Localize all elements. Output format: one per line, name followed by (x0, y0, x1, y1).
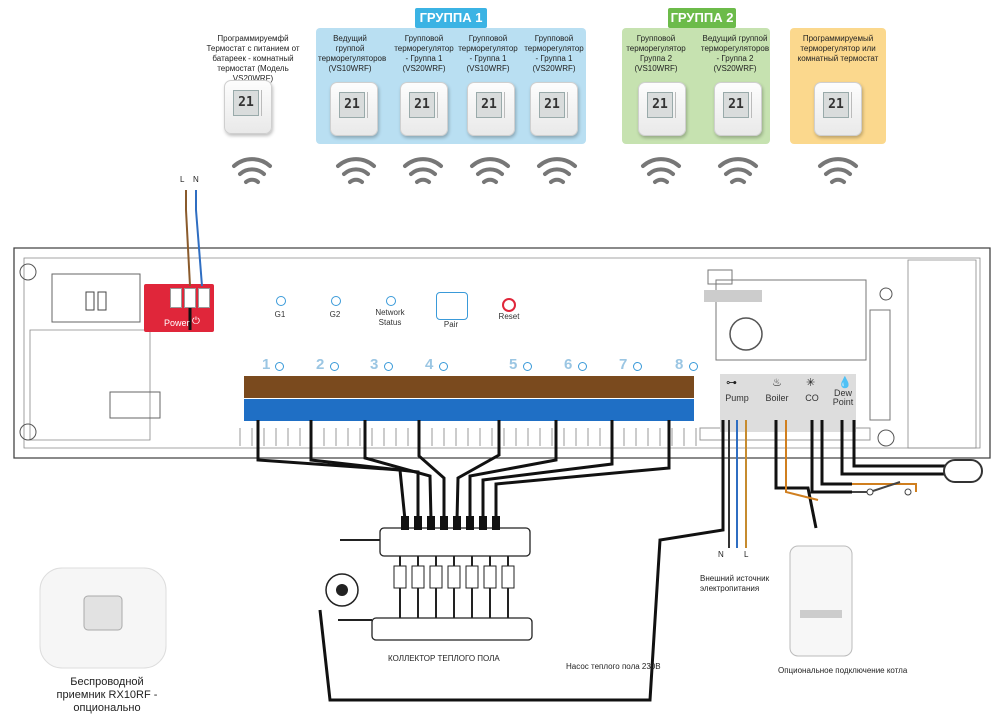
receiver-label: Беспроводной приемник RX10RF - опциональ… (56, 676, 158, 714)
wire-n-label: N (193, 175, 199, 184)
droplet-icon: 💧 (838, 377, 852, 389)
zone-6-led (578, 362, 587, 371)
wire-l-label: L (180, 175, 185, 184)
network-status-label: Network Status (375, 308, 405, 327)
reset-label: Reset (498, 312, 520, 321)
zone-2-led (330, 362, 339, 371)
g1-thermostat2-label: Групповой терморегулятор - Группа 1 (VS1… (458, 34, 518, 73)
power-terminal-block (170, 288, 210, 308)
thermostat-device: 21 (330, 82, 378, 136)
group2-title: ГРУППА 2 (668, 8, 736, 28)
thermostat-device: 21 (638, 82, 686, 136)
zone-1-led (275, 362, 284, 371)
zone-7-led (633, 362, 642, 371)
ext-n-label: N (718, 550, 724, 559)
zone-6-number: 6 (564, 356, 573, 373)
manifold-label: КОЛЛЕКТОР ТЕПЛОГО ПОЛА (388, 654, 500, 663)
zone-4-number: 4 (425, 356, 434, 373)
zone-5-led (523, 362, 532, 371)
g1-led (276, 296, 286, 306)
power-icon: ⏻ (192, 316, 200, 327)
flame-icon: ♨ (772, 377, 782, 389)
g1-thermostat3-label: Групповой терморегулятор - Группа 1 (VS2… (524, 34, 584, 73)
thermostat-device: 21 (814, 82, 862, 136)
g1-thermostat1-label: Групповой терморегулятор - Группа 1 (VS2… (394, 34, 454, 73)
ext-l-label: L (744, 550, 749, 559)
floor-pump-label: Насос теплого пола 230В (566, 662, 661, 671)
zone-4-led (439, 362, 448, 371)
zone-3-led (384, 362, 393, 371)
boiler-connection-label: Опциональное подключение котла (778, 666, 908, 675)
thermostat-device: 21 (714, 82, 762, 136)
zone-3-number: 3 (370, 356, 379, 373)
co-label: CO (805, 393, 819, 403)
g2-label: G2 (329, 310, 341, 319)
zone-7-number: 7 (619, 356, 628, 373)
pair-label: Pair (443, 320, 459, 329)
pump-icon: ⊶ (726, 377, 737, 389)
optional-thermostat-label: Программируемый терморегулятор или комна… (797, 34, 879, 63)
external-power-label: Внешний источник электропитания (700, 574, 770, 593)
network-status-led (386, 296, 396, 306)
thermostat-device: 21 (400, 82, 448, 136)
pair-button[interactable] (436, 292, 468, 320)
zone-8-led (689, 362, 698, 371)
zone-1-number: 1 (262, 356, 271, 373)
thermostat-device: 21 (224, 80, 272, 134)
dew-point-label: Dew Point (832, 388, 854, 407)
g2-thermostat1-label: Групповой терморегулятор Группа 2 (VS10W… (626, 34, 686, 73)
g2-led (331, 296, 341, 306)
heat-cool-icon: ✳ (806, 377, 816, 389)
zone-2-number: 2 (316, 356, 325, 373)
zone-5-number: 5 (509, 356, 518, 373)
power-label: Power (164, 318, 190, 328)
g2-master-label: Ведущий группой терморегуляторов - Групп… (700, 34, 770, 73)
thermostat-device: 21 (530, 82, 578, 136)
reset-button[interactable] (502, 298, 516, 312)
battery-thermostat-label: Программируемфй Термостат с питанием от … (206, 34, 300, 83)
group1-title: ГРУППА 1 (415, 8, 487, 28)
g1-master-label: Ведущий группой терморегуляторов (VS10WR… (318, 34, 387, 73)
thermostat-device: 21 (467, 82, 515, 136)
boiler-label: Boiler (765, 393, 789, 403)
zone-8-number: 8 (675, 356, 684, 373)
wireless-signal-icons (232, 157, 858, 184)
g1-label: G1 (274, 310, 286, 319)
pump-label: Pump (725, 393, 749, 403)
